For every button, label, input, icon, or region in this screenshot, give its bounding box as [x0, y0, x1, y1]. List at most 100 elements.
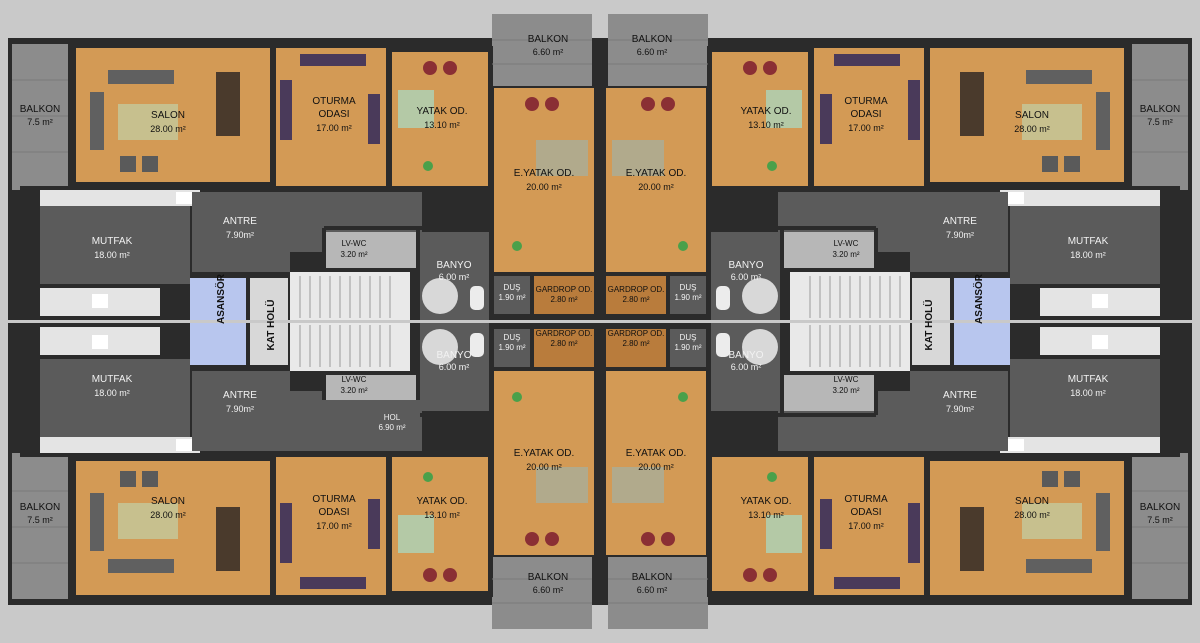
armchair-icon	[142, 156, 158, 172]
svg-text:GARDROP OD.: GARDROP OD.	[608, 329, 665, 338]
svg-text:3.20 m²: 3.20 m²	[340, 250, 367, 259]
gardrop-label-tl: GARDROP OD.2.80 m²	[536, 285, 593, 304]
svg-text:28.00 m²: 28.00 m²	[150, 124, 186, 134]
svg-text:6.00 m²: 6.00 m²	[439, 272, 470, 282]
yatak-label-tl: YATAK OD.13.10 m²	[416, 106, 467, 130]
hol-room	[200, 400, 420, 440]
elevator-cabin	[190, 278, 246, 320]
kitchen-counter	[40, 190, 200, 206]
chair-icon	[545, 97, 559, 111]
balcony-tiles	[12, 39, 592, 153]
sofa-icon	[90, 92, 104, 150]
svg-text:MUTFAK: MUTFAK	[1068, 374, 1109, 385]
apartment-unit-bottom-right	[598, 321, 1194, 631]
svg-text:LV-WC: LV-WC	[342, 375, 367, 384]
svg-text:YATAK OD.: YATAK OD.	[740, 496, 791, 507]
svg-text:6.60 m²: 6.60 m²	[533, 47, 564, 57]
svg-text:13.10 m²: 13.10 m²	[748, 510, 784, 520]
svg-text:7.5 m²: 7.5 m²	[1147, 117, 1173, 127]
svg-text:YATAK OD.: YATAK OD.	[416, 106, 467, 117]
svg-text:3.20 m²: 3.20 m²	[340, 386, 367, 395]
mutfak-room	[40, 206, 190, 284]
svg-text:LV-WC: LV-WC	[834, 239, 859, 248]
svg-text:1.90 m²: 1.90 m²	[498, 293, 525, 302]
kat-holu-label-left: KAT HOLÜ	[264, 300, 277, 351]
svg-text:6.00 m²: 6.00 m²	[439, 362, 470, 372]
gardrop-room	[534, 276, 594, 314]
svg-text:ODASI: ODASI	[850, 507, 881, 518]
svg-text:YATAK OD.: YATAK OD.	[740, 106, 791, 117]
svg-text:ANTRE: ANTRE	[943, 390, 977, 401]
sofa-icon	[368, 94, 380, 144]
gardrop-label-bl: GARDROP OD.2.80 m²	[536, 329, 593, 348]
svg-text:17.00 m²: 17.00 m²	[848, 123, 884, 133]
eyatak-label-br: E.YATAK OD.20.00 m²	[626, 448, 687, 472]
svg-text:7.90m²: 7.90m²	[946, 404, 974, 414]
svg-text:BALKON: BALKON	[528, 572, 569, 583]
lvwc-label-tl: LV-WC 3.20 m²	[340, 239, 367, 259]
svg-text:LV-WC: LV-WC	[834, 375, 859, 384]
svg-text:20.00 m²: 20.00 m²	[638, 182, 674, 192]
svg-text:ODASI: ODASI	[318, 109, 349, 120]
svg-text:ANTRE: ANTRE	[223, 390, 257, 401]
svg-text:7.90m²: 7.90m²	[946, 230, 974, 240]
svg-text:BALKON: BALKON	[1140, 104, 1181, 115]
svg-text:ANTRE: ANTRE	[943, 216, 977, 227]
dining-table-icon	[216, 72, 240, 136]
svg-text:28.00 m²: 28.00 m²	[150, 510, 186, 520]
svg-text:1.90 m²: 1.90 m²	[674, 343, 701, 352]
svg-text:MUTFAK: MUTFAK	[1068, 236, 1109, 247]
chair-icon	[525, 97, 539, 111]
svg-text:6.60 m²: 6.60 m²	[637, 585, 668, 595]
svg-text:2.80 m²: 2.80 m²	[550, 339, 577, 348]
stove-icon	[92, 294, 108, 308]
svg-text:7.90m²: 7.90m²	[226, 404, 254, 414]
svg-text:E.YATAK OD.: E.YATAK OD.	[626, 168, 687, 179]
svg-text:6.00 m²: 6.00 m²	[731, 272, 762, 282]
apartment-unit-bottom-left	[6, 321, 602, 631]
svg-text:LV-WC: LV-WC	[342, 239, 367, 248]
svg-text:6.90 m²: 6.90 m²	[378, 423, 405, 432]
svg-text:17.00 m²: 17.00 m²	[848, 521, 884, 531]
svg-text:1.90 m²: 1.90 m²	[498, 343, 525, 352]
svg-text:2.80 m²: 2.80 m²	[550, 295, 577, 304]
svg-text:3.20 m²: 3.20 m²	[832, 250, 859, 259]
svg-text:28.00 m²: 28.00 m²	[1014, 510, 1050, 520]
toilet-icon	[470, 286, 484, 310]
apartment-unit-top-right	[598, 12, 1194, 322]
svg-text:BANYO: BANYO	[728, 350, 763, 361]
gardrop-label-br: GARDROP OD.2.80 m²	[608, 329, 665, 348]
gardrop-label-tr: GARDROP OD.2.80 m²	[608, 285, 665, 304]
chair-icon	[423, 61, 437, 75]
armchair-icon	[120, 156, 136, 172]
antre-label-br: ANTRE 7.90m²	[943, 390, 977, 414]
apartment-unit-top-left	[8, 14, 600, 320]
lvwc-label-br: LV-WC3.20 m²	[832, 375, 859, 395]
svg-text:13.10 m²: 13.10 m²	[748, 120, 784, 130]
svg-text:1.90 m²: 1.90 m²	[674, 293, 701, 302]
eyatak-room	[494, 88, 594, 272]
balkon-side-label-tr: BALKON 7.5 m²	[1140, 104, 1181, 127]
svg-text:13.10 m²: 13.10 m²	[424, 510, 460, 520]
svg-text:GARDROP OD.: GARDROP OD.	[536, 285, 593, 294]
